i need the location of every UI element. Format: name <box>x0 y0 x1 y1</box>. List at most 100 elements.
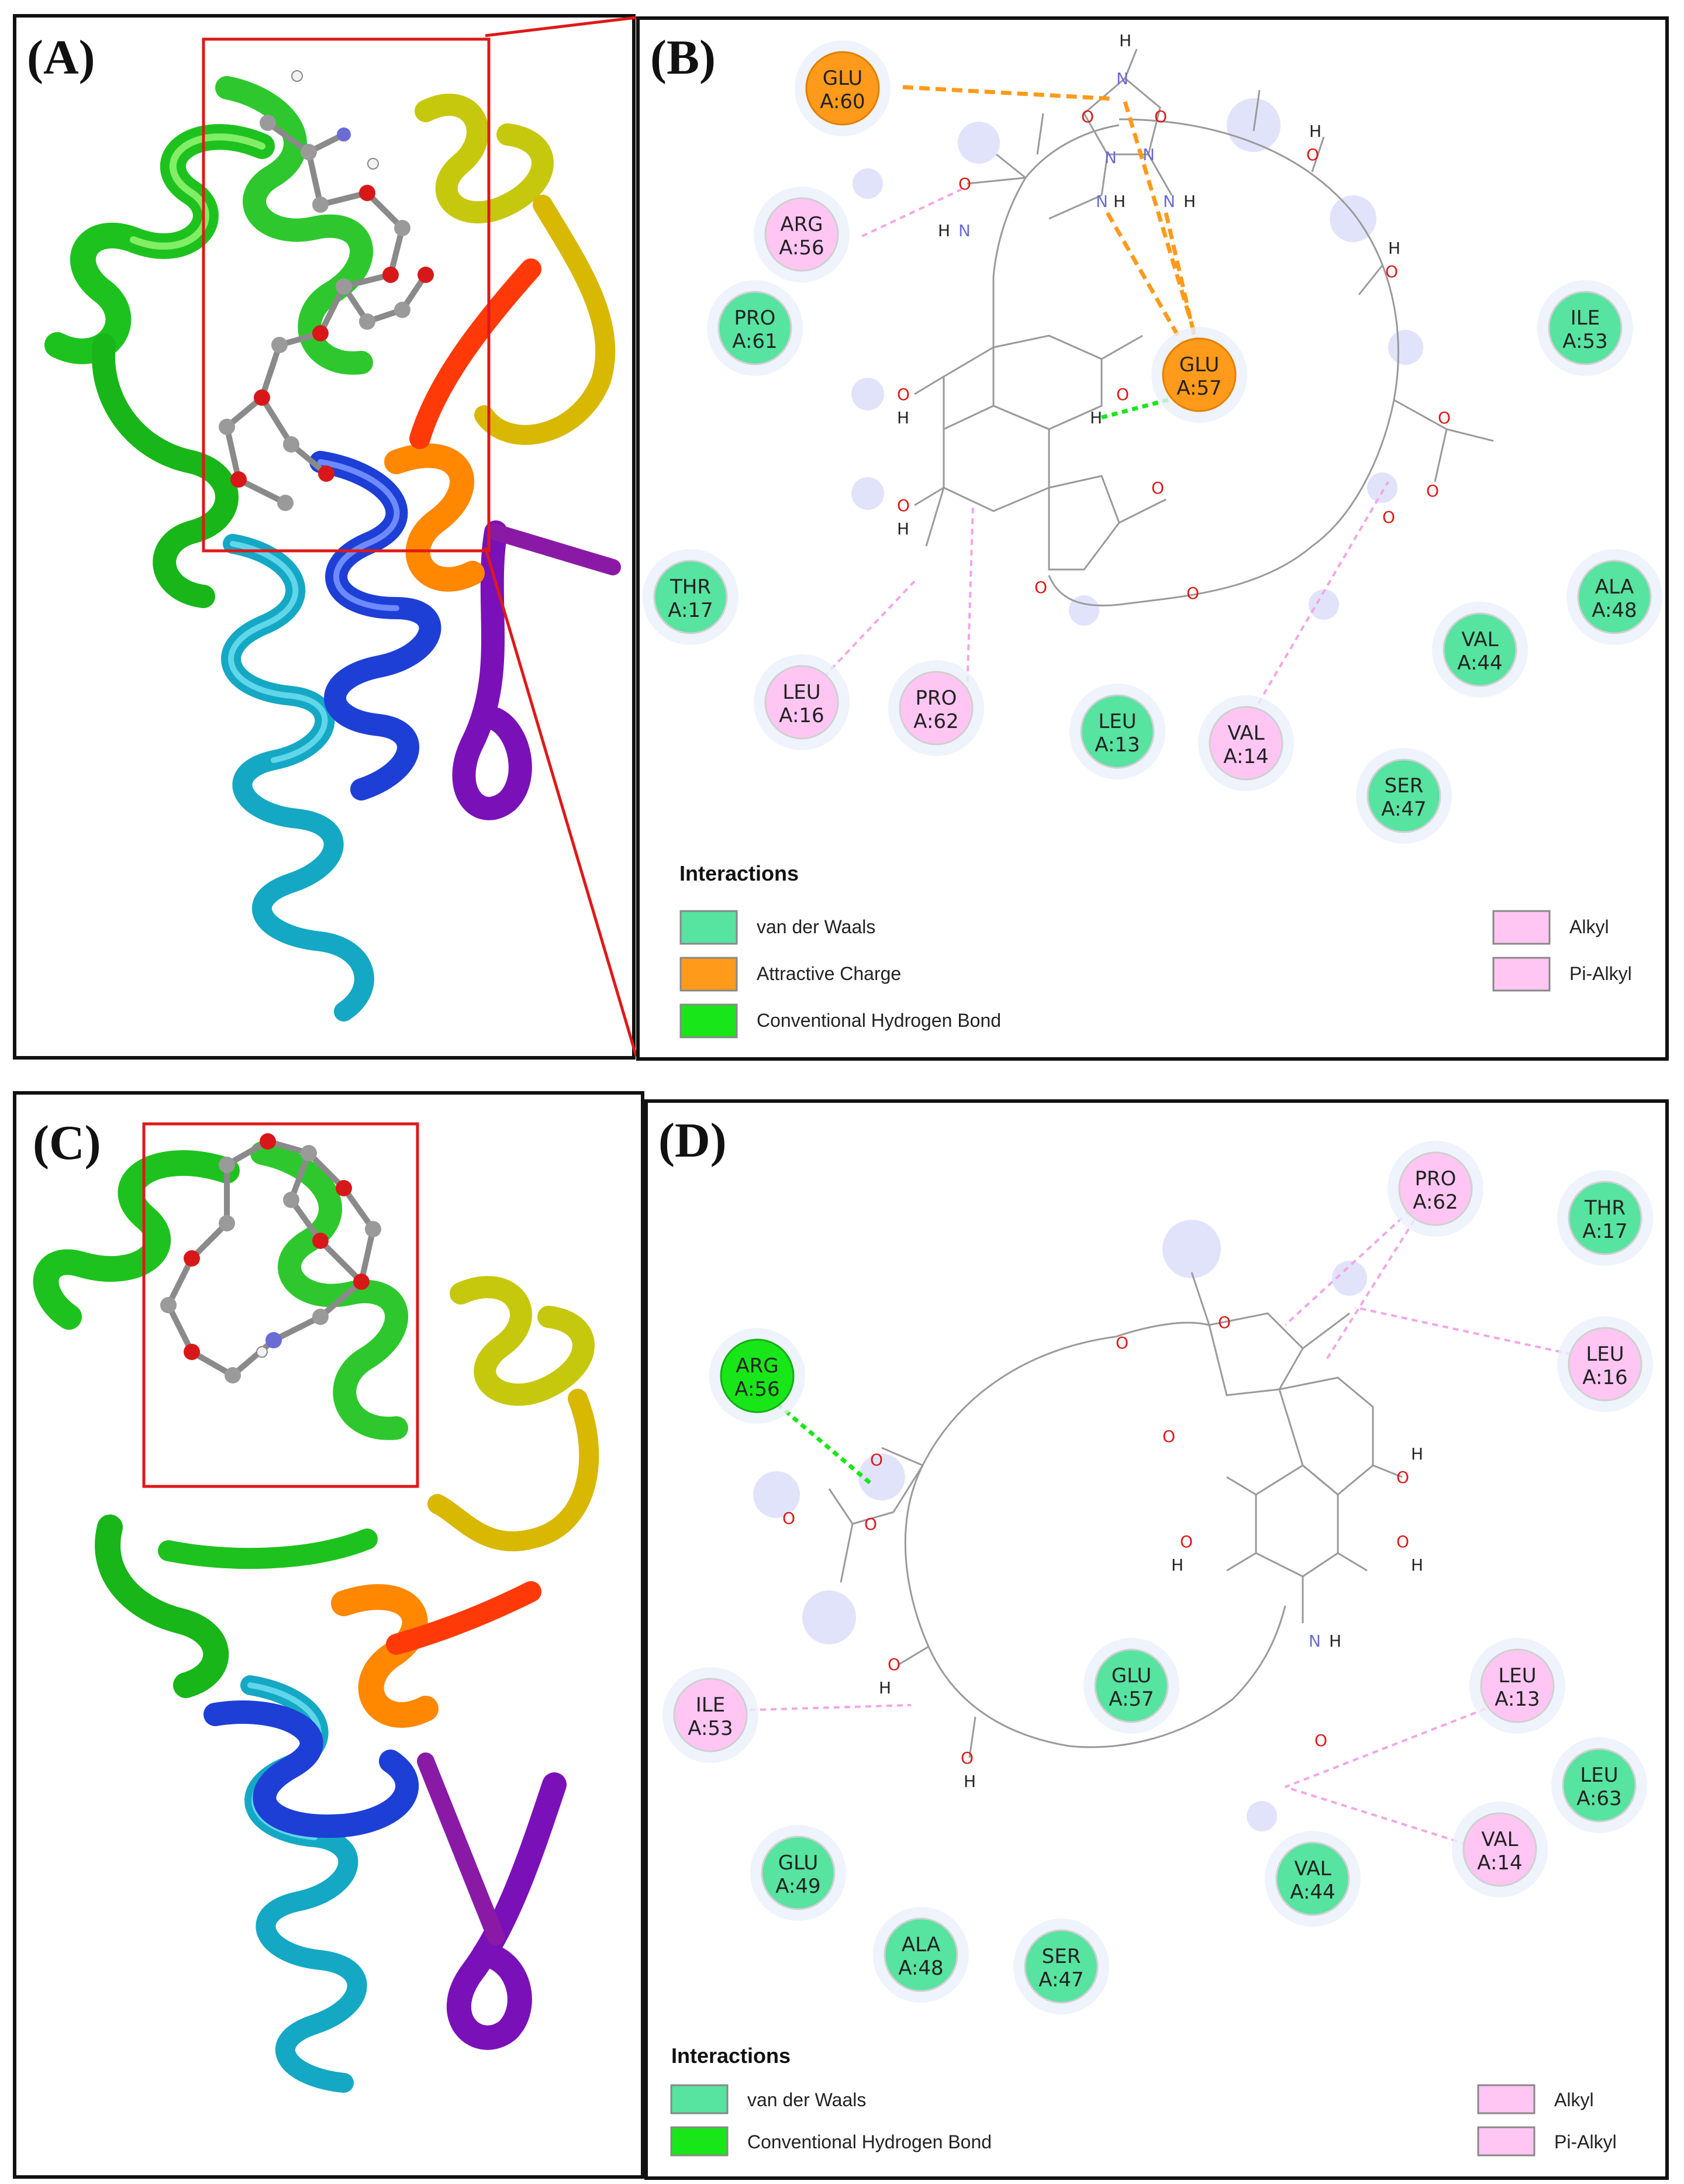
residue-name: PRO <box>1415 1167 1457 1191</box>
protein-ribbon-c <box>33 1122 599 2093</box>
atom-o: O <box>1382 508 1395 527</box>
residue-chain: A:57 <box>1176 377 1221 400</box>
residue-disc <box>1162 337 1237 412</box>
atom-o: O <box>1162 1427 1175 1446</box>
strand-purple <box>446 1772 567 2050</box>
residue-disc <box>764 665 839 740</box>
residue-disc <box>1024 1929 1099 2004</box>
residue-disc <box>1568 1327 1642 1402</box>
ligand-skeleton-d <box>828 1272 1403 1758</box>
panel-b: (B) <box>636 16 1669 1061</box>
residue-chain: A:44 <box>1457 651 1502 675</box>
residue-chain: A:53 <box>1562 330 1607 353</box>
residue-disc <box>805 51 880 126</box>
atom-o: O <box>1034 578 1047 597</box>
residue-chain: A:17 <box>668 599 713 622</box>
residue-chain: A:16 <box>1582 1366 1627 1389</box>
residue-disc <box>1398 1151 1473 1226</box>
atom-h: H <box>1411 1444 1423 1464</box>
residue-chain: A:60 <box>820 90 865 113</box>
atom-o: O <box>1180 1532 1193 1551</box>
residue-name: LEU <box>1580 1764 1618 1787</box>
residue-disc <box>653 560 728 634</box>
atom-h: H <box>897 519 909 539</box>
residue-name: GLU <box>1112 1664 1151 1688</box>
residue-name: ALA <box>1595 575 1634 599</box>
residue-chain: A:56 <box>734 1378 779 1401</box>
helix-blue <box>203 1700 419 1838</box>
residue-disc <box>1480 1648 1555 1723</box>
halos-b <box>851 98 1423 626</box>
panel-d-label: (D) <box>658 1113 727 1168</box>
halos-d <box>753 1220 1367 1831</box>
atom-n: N <box>1096 192 1108 211</box>
residue-chain: A:57 <box>1109 1688 1154 1711</box>
residue-name: VAL <box>1294 1857 1331 1881</box>
atom-o: O <box>1116 1333 1129 1353</box>
residue-chain: A:13 <box>1495 1688 1540 1711</box>
atom-n: N <box>958 221 971 240</box>
residue-name: LEU <box>1586 1343 1624 1366</box>
residue-name: VAL <box>1461 628 1498 651</box>
zoom-box-a <box>202 37 491 553</box>
atom-n: N <box>1163 192 1175 211</box>
residue-disc <box>1568 1181 1642 1255</box>
panel-d: (D) O O O O H O H O <box>644 1099 1669 2180</box>
residue-disc <box>1443 612 1517 687</box>
atom-h: H <box>1171 1555 1183 1575</box>
helix-cyan <box>221 534 374 1022</box>
residue-disc <box>717 291 792 365</box>
residue-disc <box>1548 291 1623 365</box>
panel-c: (C) <box>13 1091 644 2179</box>
ligand-ball-stick-c <box>165 1138 376 1378</box>
residue-name: VAL <box>1481 1828 1518 1851</box>
residue-name: LEU <box>782 681 820 704</box>
residue-chain: A:16 <box>779 704 824 727</box>
atom-o: O <box>897 385 910 404</box>
residue-disc <box>884 1917 958 1992</box>
atom-o: O <box>1314 1731 1327 1750</box>
residue-discs: GLUA:60ARGA:56PROA:61GLUA:57ILEA:53THRA:… <box>643 40 1662 844</box>
interaction-diagram-d: O O O O H O H O H N H O O O O O H O H <box>717 1195 1572 1858</box>
residue-chain: A:14 <box>1223 745 1268 768</box>
residue-name: GLU <box>1179 353 1219 377</box>
atom-h: H <box>1329 1631 1341 1651</box>
residue-disc <box>761 1835 836 1910</box>
residue-name: LEU <box>1098 710 1136 733</box>
atom-h: H <box>1388 239 1400 258</box>
residue-disc <box>764 197 839 272</box>
atom-o: O <box>1385 262 1398 281</box>
strand-red <box>409 258 541 449</box>
residue-disc <box>1080 694 1155 769</box>
residue-chain: A:61 <box>732 330 777 353</box>
residue-name: PRO <box>916 686 957 710</box>
atom-o: O <box>1186 584 1199 603</box>
ligand-atoms-a <box>219 70 434 511</box>
residue-chain: A:63 <box>1576 1787 1621 1810</box>
residue-chain: A:14 <box>1477 1851 1522 1875</box>
ligand-skeleton-b <box>914 49 1494 606</box>
atom-o: O <box>888 1655 900 1674</box>
residue-name: THR <box>1584 1196 1626 1220</box>
residue-chain: A:56 <box>779 236 824 260</box>
atom-h: H <box>1309 122 1321 141</box>
residue-chain: A:47 <box>1038 1968 1083 1992</box>
